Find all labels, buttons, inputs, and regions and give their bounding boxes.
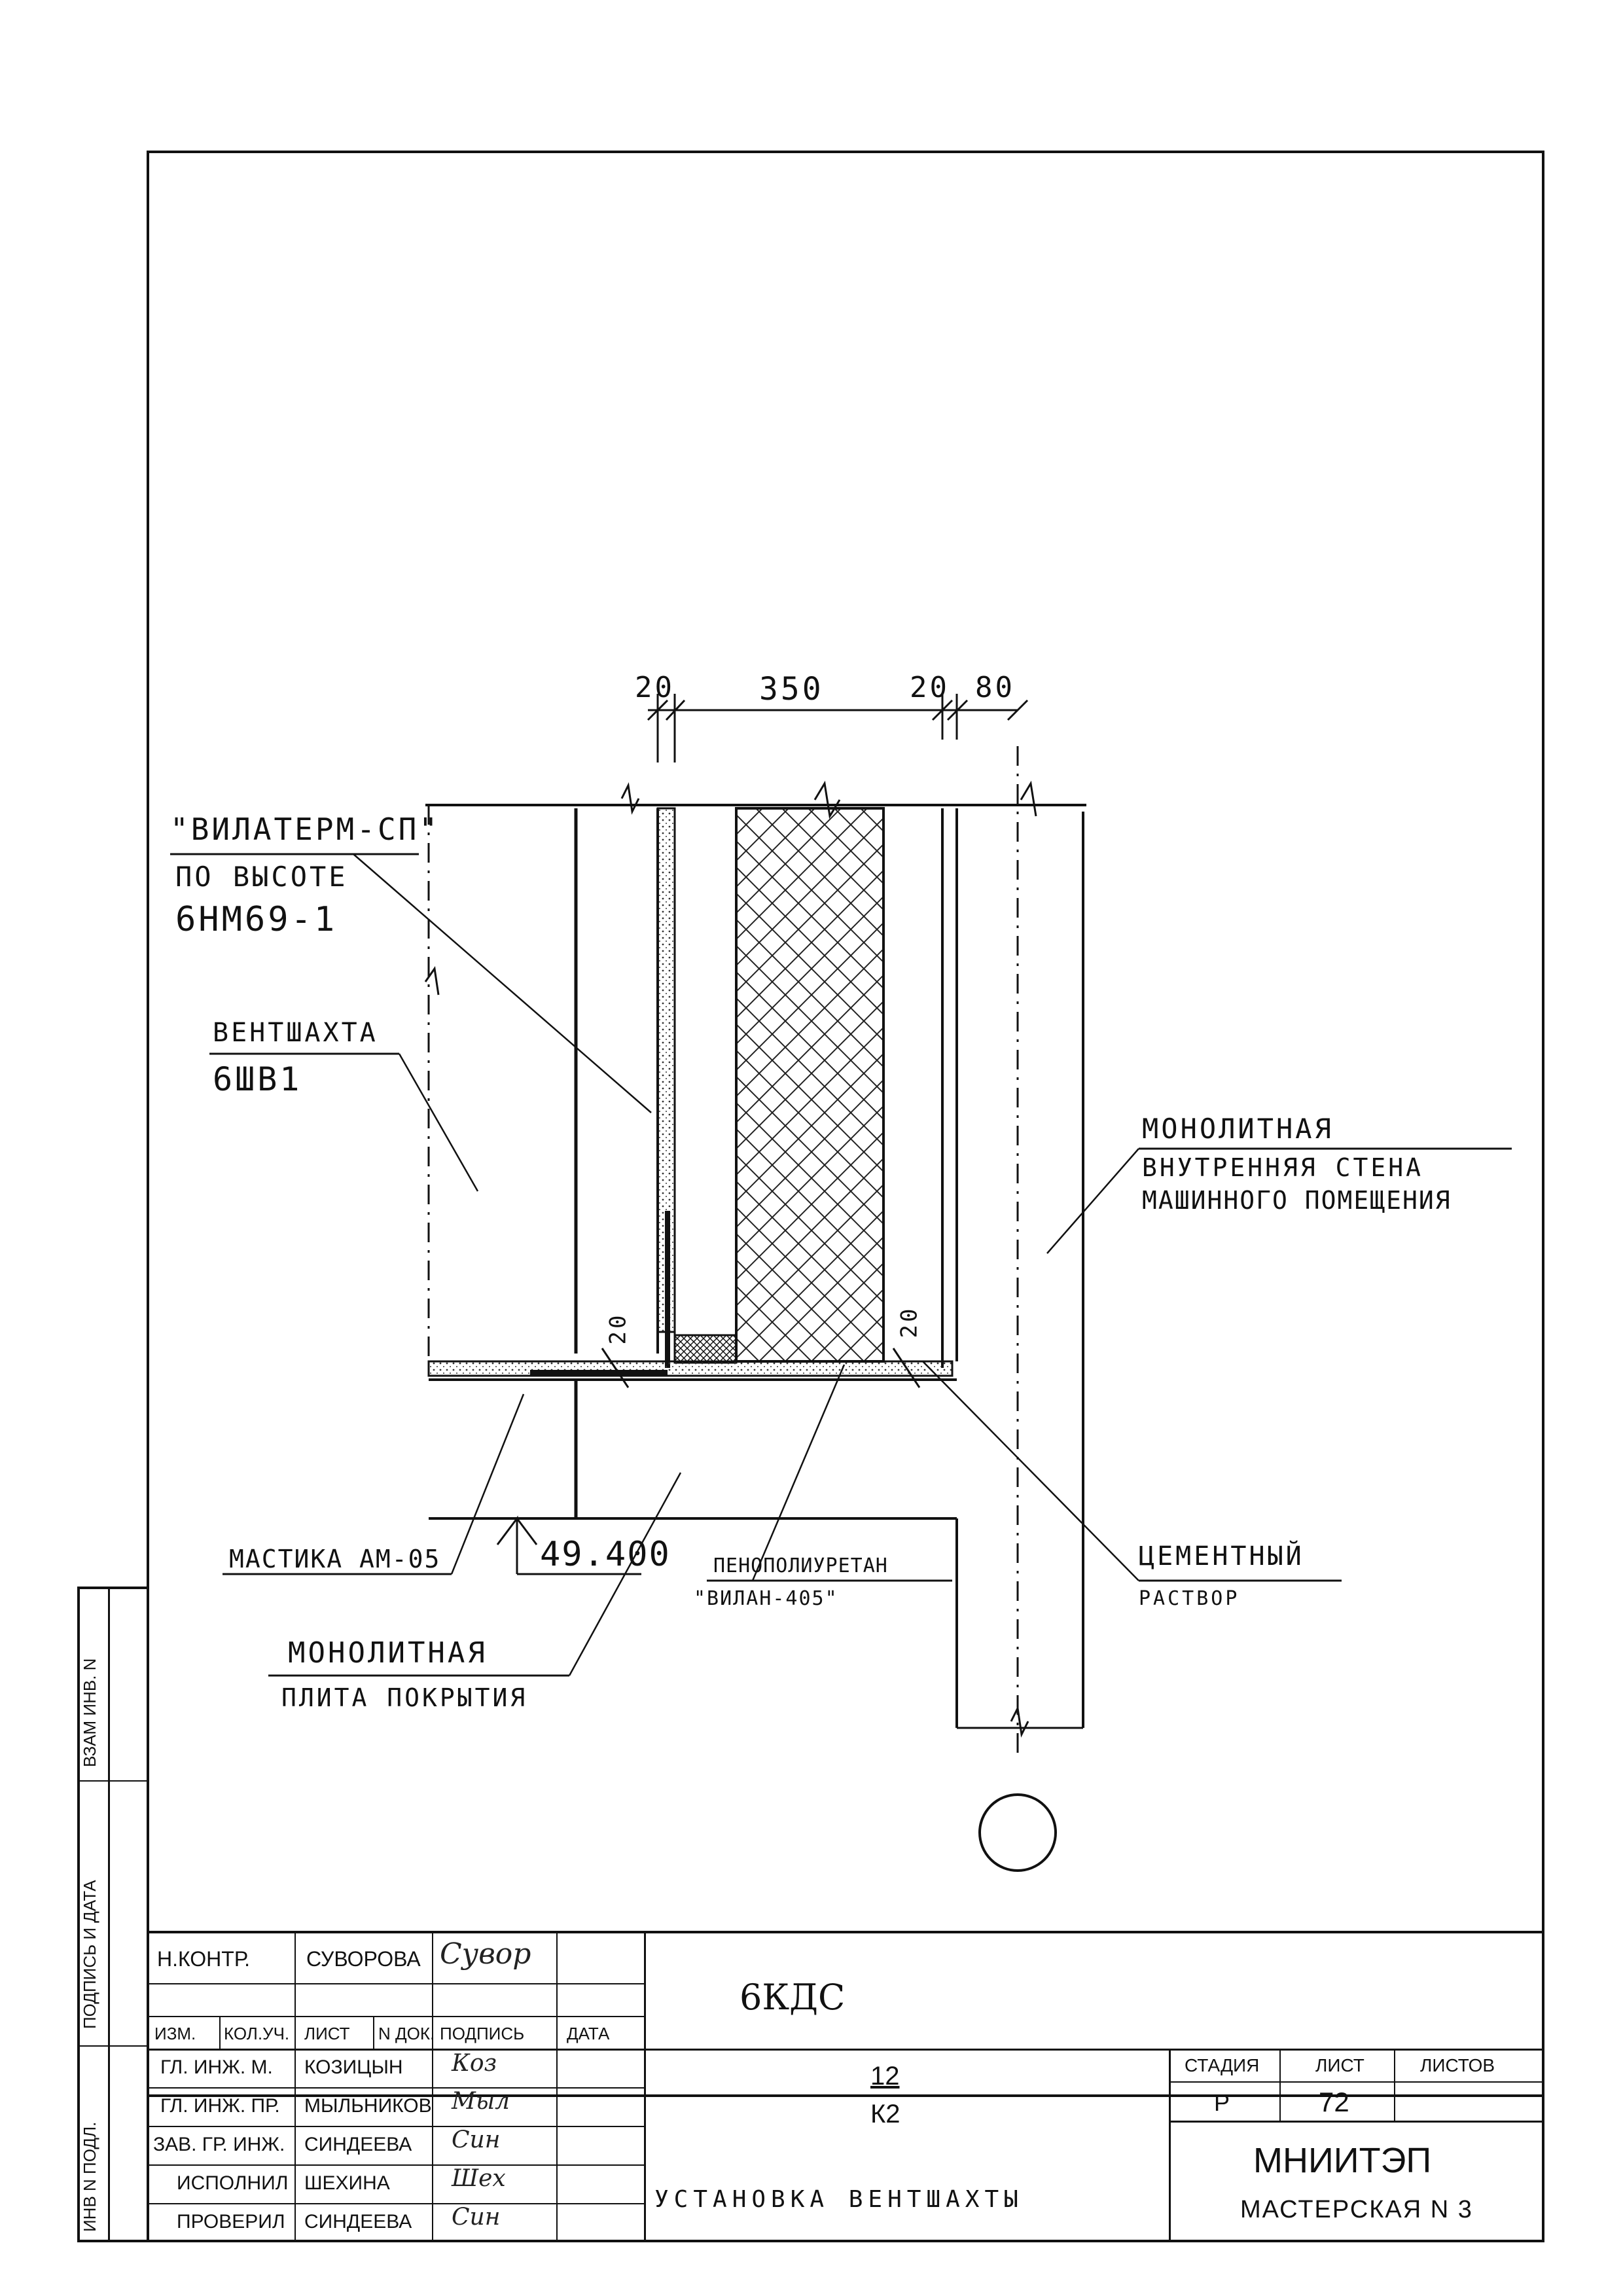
- dim-left-20: 20: [635, 671, 675, 704]
- stage-label: СТАДИЯ: [1185, 2055, 1260, 2075]
- stage-value: Р: [1214, 2089, 1230, 2116]
- stamp-line: [556, 1931, 558, 2242]
- list-label: ЛИСТ: [1315, 2055, 1364, 2075]
- label-penopoliuretan: ПЕНОПОЛИУРЕТАН: [713, 1554, 888, 1577]
- stamp-hdr-ndok: N ДОК.: [378, 2024, 435, 2043]
- insulation-block: [735, 807, 885, 1363]
- dim-80: 80: [975, 671, 1015, 704]
- side-vzam: ВЗАМ ИНВ. N: [80, 1658, 99, 1767]
- signature-2: Мыл: [452, 2088, 510, 2115]
- stamp-line: [294, 1931, 296, 2242]
- label-mastika: МАСТИКА АМ-05: [229, 1545, 441, 1573]
- label-ventshakhta: ВЕНТШАХТА: [213, 1018, 378, 1048]
- side-strip: [77, 1587, 149, 2242]
- list-value: 72: [1319, 2087, 1349, 2117]
- dim-right-20: 20: [910, 671, 950, 704]
- signature-1: Коз: [452, 2050, 497, 2077]
- stamp-line: [147, 2049, 1544, 2051]
- label-cement-2: РАСТВОР: [1139, 1587, 1240, 1610]
- stamp-line: [147, 2126, 644, 2127]
- listov-label: ЛИСТОВ: [1420, 2055, 1495, 2075]
- stamp-line: [1169, 2049, 1171, 2242]
- stamp-line: [432, 1931, 433, 2242]
- stamp-line: [1394, 2049, 1395, 2121]
- dim-350: 350: [759, 671, 824, 708]
- signature-5: Син: [452, 2204, 501, 2231]
- label-po-vysote: ПО ВЫСОТЕ: [175, 861, 348, 893]
- label-vilan: "ВИЛАН-405": [694, 1587, 838, 1610]
- label-vilaterm: "ВИЛАТЕРМ-СП": [170, 812, 440, 847]
- axis-marker-circle: [978, 1793, 1057, 1872]
- label-wall-3: МАШИННОГО ПОМЕЩЕНИЯ: [1142, 1186, 1452, 1215]
- stamp-hdr-podpis: ПОДПИСЬ: [440, 2024, 525, 2043]
- stamp-line: [147, 2203, 644, 2204]
- stamp-name-3: СИНДЕЕВА: [304, 2134, 412, 2155]
- stamp-line: [1279, 2049, 1281, 2121]
- stamp-line: [1169, 2121, 1544, 2123]
- stamp-hdr-list: ЛИСТ: [304, 2024, 350, 2043]
- side-strip-divider-v: [108, 1587, 110, 2242]
- stamp-name-5: СИНДЕЕВА: [304, 2211, 412, 2233]
- side-strip-divider-1: [77, 1780, 149, 1782]
- side-inv-podl: ИНВ N ПОДЛ.: [80, 2121, 99, 2232]
- label-code-6shv: 6ШВ1: [213, 1060, 302, 1098]
- label-code-6nm: 6НМ69-1: [175, 900, 338, 939]
- stamp-line: [147, 2016, 644, 2017]
- stamp-name-0: СУВОРОВА: [306, 1947, 421, 1971]
- organization: МНИИТЭП: [1253, 2141, 1432, 2180]
- signature-3: Син: [452, 2126, 501, 2153]
- foam-fill: [673, 1334, 738, 1364]
- label-cement-1: ЦЕМЕНТНЫЙ: [1139, 1541, 1304, 1571]
- title-block: [147, 1931, 1544, 2242]
- label-elevation: 49.400: [540, 1535, 671, 1574]
- drawing-title: УСТАНОВКА ВЕНТШАХТЫ: [654, 2186, 1024, 2213]
- sheet-number: 12: [870, 2062, 900, 2090]
- side-strip-divider-2: [77, 2045, 149, 2047]
- stamp-role-1: ГЛ. ИНЖ. М.: [160, 2056, 273, 2078]
- sheet-sub: К2: [870, 2100, 901, 2128]
- stamp-name-2: МЫЛЬНИКОВ: [304, 2095, 432, 2117]
- stamp-role-2: ГЛ. ИНЖ. ПР.: [160, 2095, 280, 2117]
- drawing-frame: [147, 151, 1544, 2097]
- stamp-role-0: Н.КОНТР.: [157, 1947, 251, 1971]
- signature-4: Шех: [452, 2165, 506, 2192]
- label-dim-20-left: 20: [605, 1312, 632, 1345]
- label-slab-1: МОНОЛИТНАЯ: [288, 1636, 488, 1670]
- label-wall-2: ВНУТРЕННЯЯ СТЕНА: [1142, 1153, 1424, 1182]
- stamp-hdr-koluch: КОЛ.УЧ.: [224, 2024, 290, 2043]
- stamp-line: [1169, 2081, 1544, 2083]
- side-podpis-data: ПОДПИСЬ И ДАТА: [80, 1880, 99, 2029]
- stamp-name-1: КОЗИЦЫН: [304, 2056, 403, 2078]
- stamp-line: [147, 1983, 644, 1984]
- stamp-line: [219, 2016, 221, 2049]
- stamp-line: [147, 2164, 644, 2166]
- stamp-role-5: ПРОВЕРИЛ: [177, 2211, 285, 2233]
- stamp-name-4: ШЕХИНА: [304, 2172, 390, 2194]
- stamp-role-3: ЗАВ. ГР. ИНЖ.: [153, 2134, 285, 2155]
- cement-mortar-layer: [427, 1360, 954, 1377]
- signature-0: Сувор: [440, 1937, 531, 1971]
- stamp-role-4: ИСПОЛНИЛ: [177, 2172, 289, 2194]
- label-wall-1: МОНОЛИТНАЯ: [1142, 1113, 1334, 1145]
- workshop: МАСТЕРСКАЯ N 3: [1240, 2196, 1473, 2223]
- stamp-line: [147, 2087, 644, 2089]
- label-slab-2: ПЛИТА ПОКРЫТИЯ: [281, 1683, 528, 1712]
- stamp-line: [644, 1931, 646, 2242]
- stamp-hdr-data: ДАТА: [567, 2024, 610, 2043]
- stamp-line: [373, 2016, 374, 2049]
- stamp-hdr-izm: ИЗМ.: [154, 2024, 196, 2043]
- document-code: 6КДС: [740, 1977, 846, 2018]
- label-dim-20-right: 20: [896, 1306, 923, 1338]
